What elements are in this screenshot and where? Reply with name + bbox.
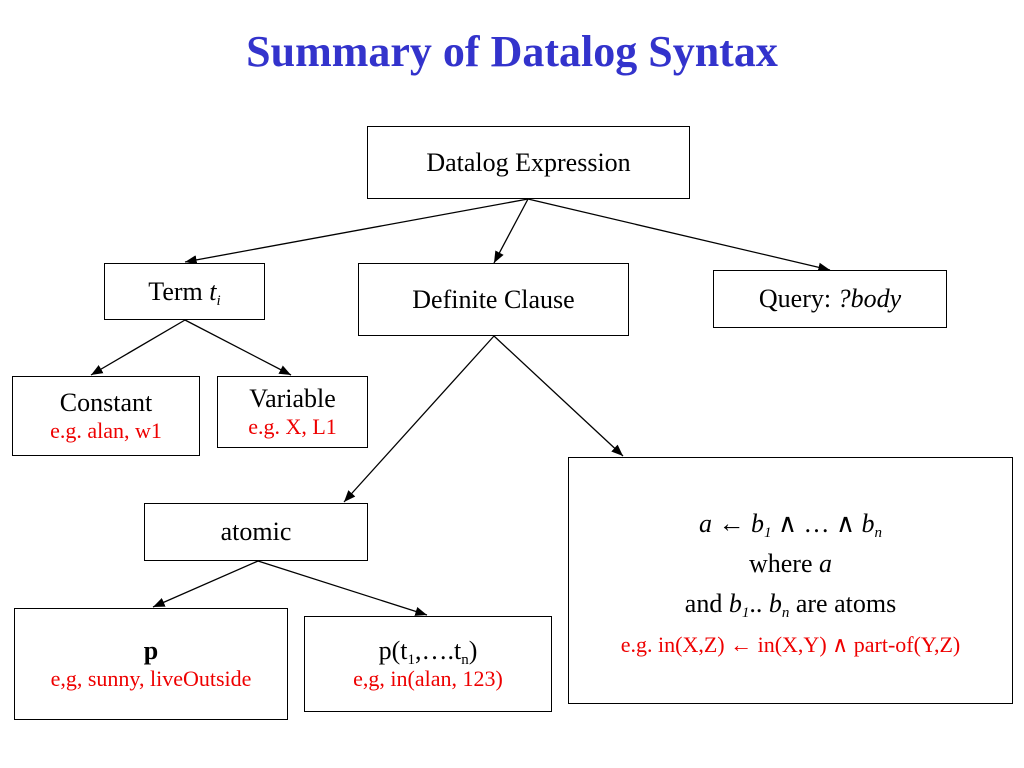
variable-box: Variable e.g. X, L1 [217, 376, 368, 448]
arrow-term-constant [90, 319, 186, 376]
clause-definition-box: a ← b1 ∧ … ∧ bn where a and b1.. bn are … [568, 457, 1013, 704]
constant-box: Constant e.g. alan, w1 [12, 376, 200, 456]
datalog-expression-box: Datalog Expression [367, 126, 690, 199]
arrow-root-query [527, 198, 831, 272]
predicate-args-example: e,g, in(alan, 123) [353, 666, 503, 691]
term-label: Term ti [148, 276, 221, 309]
arrow-clause-atomic [343, 335, 495, 503]
predicate-args-label: p(t1,….tn) [378, 636, 478, 668]
predicate-box: p e,g, sunny, liveOutside [14, 608, 288, 720]
query-box: Query: ?body [713, 270, 947, 328]
variable-label: Variable [249, 384, 336, 413]
atomic-box: atomic [144, 503, 368, 561]
clause-example: e.g. in(X,Z) ← in(X,Y) ∧ part-of(Y,Z) [620, 631, 961, 657]
clause-atoms-line: and b1.. bn are atoms [684, 588, 897, 621]
constant-example: e.g. alan, w1 [50, 418, 162, 443]
datalog-expression-label: Datalog Expression [426, 147, 631, 177]
query-label: Query: ?body [758, 284, 902, 313]
definite-clause-box: Definite Clause [358, 263, 629, 336]
arrow-root-clause [493, 198, 529, 264]
arrow-root-term [184, 198, 529, 265]
arrow-clause-definition [493, 335, 624, 457]
definite-clause-label: Definite Clause [412, 284, 575, 314]
clause-rule: a ← b1 ∧ … ∧ bn [698, 508, 883, 541]
atomic-label: atomic [220, 517, 292, 546]
clause-where-line: where a [748, 548, 832, 578]
arrow-atomic-pargs [257, 560, 428, 616]
predicate-label: p [143, 636, 159, 665]
arrow-atomic-p [152, 560, 259, 608]
term-box: Term ti [104, 263, 265, 320]
slide-title: Summary of Datalog Syntax [246, 27, 778, 76]
arrow-term-variable [184, 319, 292, 376]
predicate-example: e,g, sunny, liveOutside [50, 666, 252, 691]
predicate-args-box: p(t1,….tn) e,g, in(alan, 123) [304, 616, 552, 712]
variable-example: e.g. X, L1 [248, 414, 337, 439]
constant-label: Constant [59, 388, 153, 417]
